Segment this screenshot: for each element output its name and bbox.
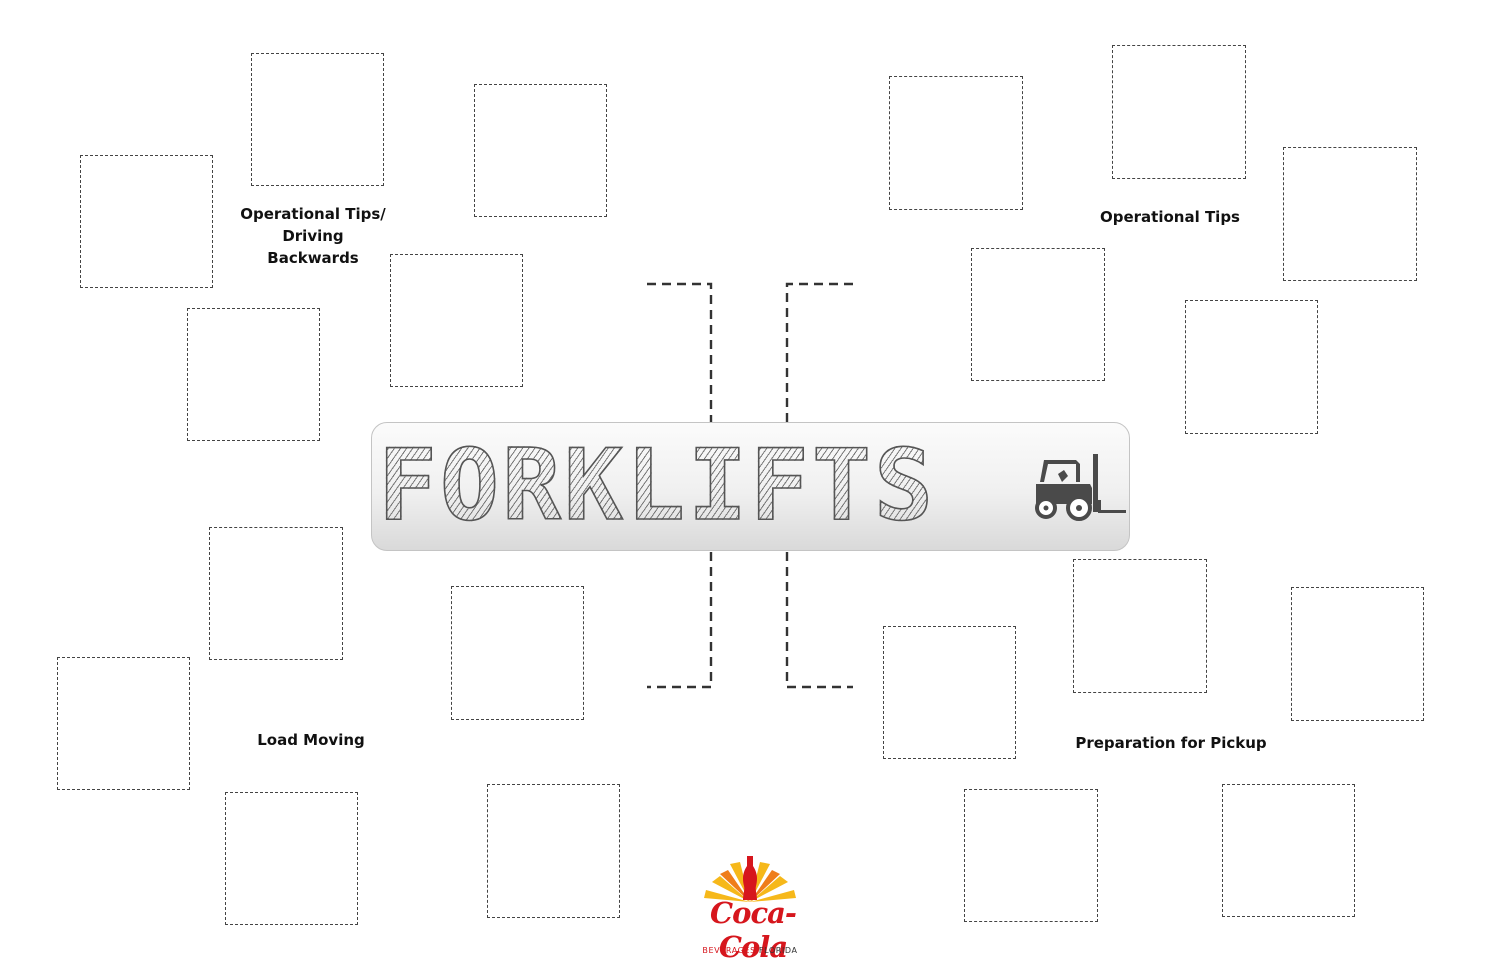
bottle-shape xyxy=(743,856,757,900)
image-slot[interactable] xyxy=(80,155,213,288)
image-slot[interactable] xyxy=(1283,147,1417,281)
connector-bottom-left xyxy=(647,552,713,689)
image-slot[interactable] xyxy=(1073,559,1207,693)
image-slot[interactable] xyxy=(209,527,343,660)
forklift-icon xyxy=(1035,454,1126,521)
section-label-top-left: Operational Tips/ Driving Backwards xyxy=(240,205,386,267)
image-slot[interactable] xyxy=(251,53,384,186)
connector-top-right xyxy=(785,282,853,422)
title-banner xyxy=(371,422,1130,551)
connector-bottom-right xyxy=(785,552,853,689)
image-slot[interactable] xyxy=(225,792,358,925)
section-label-bottom-left: Load Moving xyxy=(257,731,365,749)
image-slot[interactable] xyxy=(971,248,1105,381)
image-slot[interactable] xyxy=(187,308,320,441)
image-slot[interactable] xyxy=(883,626,1016,759)
coca-cola-logo xyxy=(704,856,796,902)
image-slot[interactable] xyxy=(1291,587,1424,721)
section-label-top-right: Operational Tips xyxy=(1099,208,1240,226)
connector-top-left xyxy=(647,282,713,422)
image-slot[interactable] xyxy=(889,76,1023,210)
logo-wordmark: Coca-Cola xyxy=(710,896,797,964)
section-label-bottom-right: Preparation for Pickup xyxy=(1075,734,1267,752)
image-slot[interactable] xyxy=(1185,300,1318,434)
image-slot[interactable] xyxy=(964,789,1098,922)
logo-subtitle: BEVERAGES FLORIDA xyxy=(702,946,798,955)
image-slot[interactable] xyxy=(474,84,607,217)
image-slot[interactable] xyxy=(390,254,523,387)
image-slot[interactable] xyxy=(57,657,190,790)
image-slot[interactable] xyxy=(1222,784,1355,917)
title-text: FORKLIFTS xyxy=(377,435,1038,537)
image-slot[interactable] xyxy=(451,586,584,720)
image-slot[interactable] xyxy=(487,784,620,918)
image-slot[interactable] xyxy=(1112,45,1246,179)
